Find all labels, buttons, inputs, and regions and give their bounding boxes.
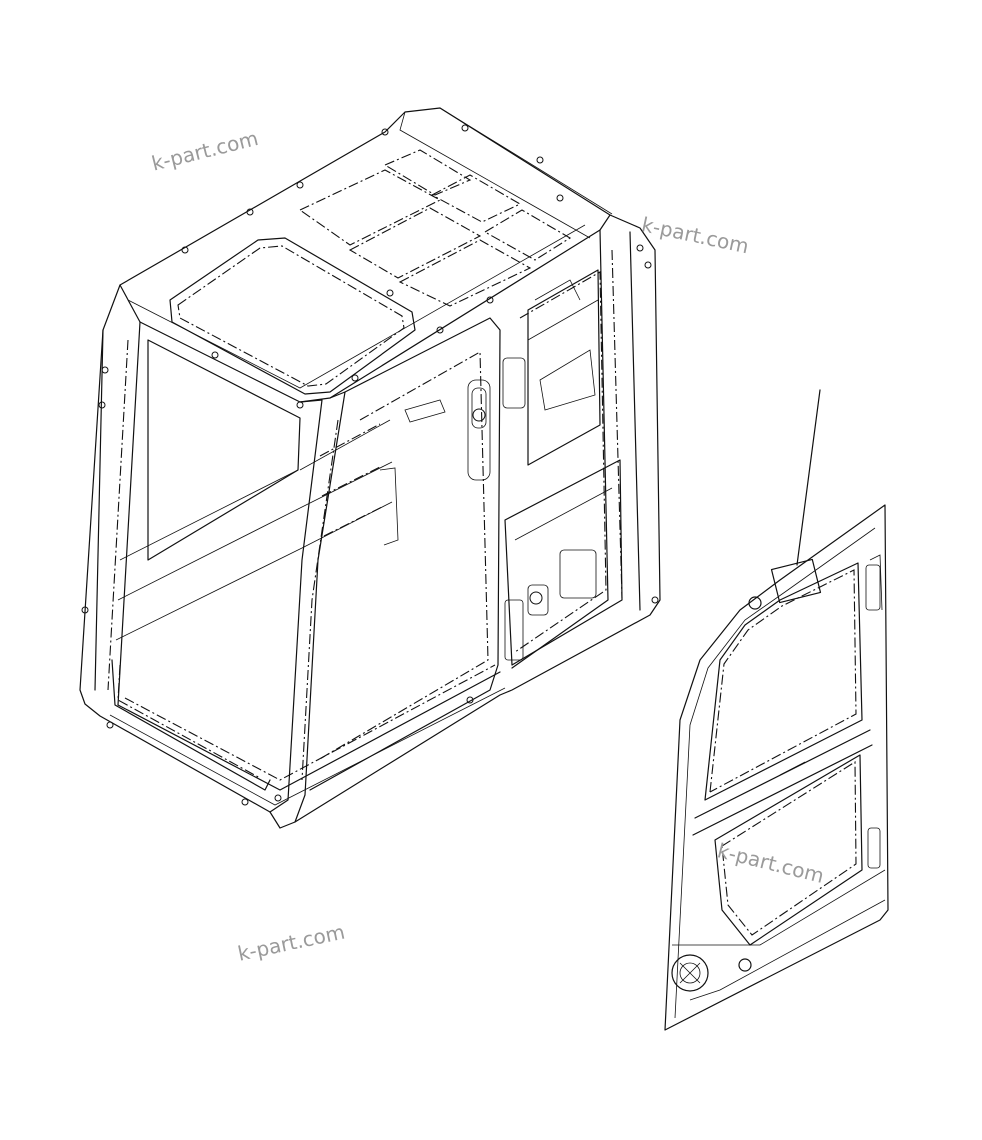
cab-door [664, 504, 889, 1031]
bolt-markers [81, 124, 659, 806]
label-rectangle [770, 558, 822, 604]
cab-frame [79, 107, 661, 829]
leader-line [796, 389, 821, 566]
